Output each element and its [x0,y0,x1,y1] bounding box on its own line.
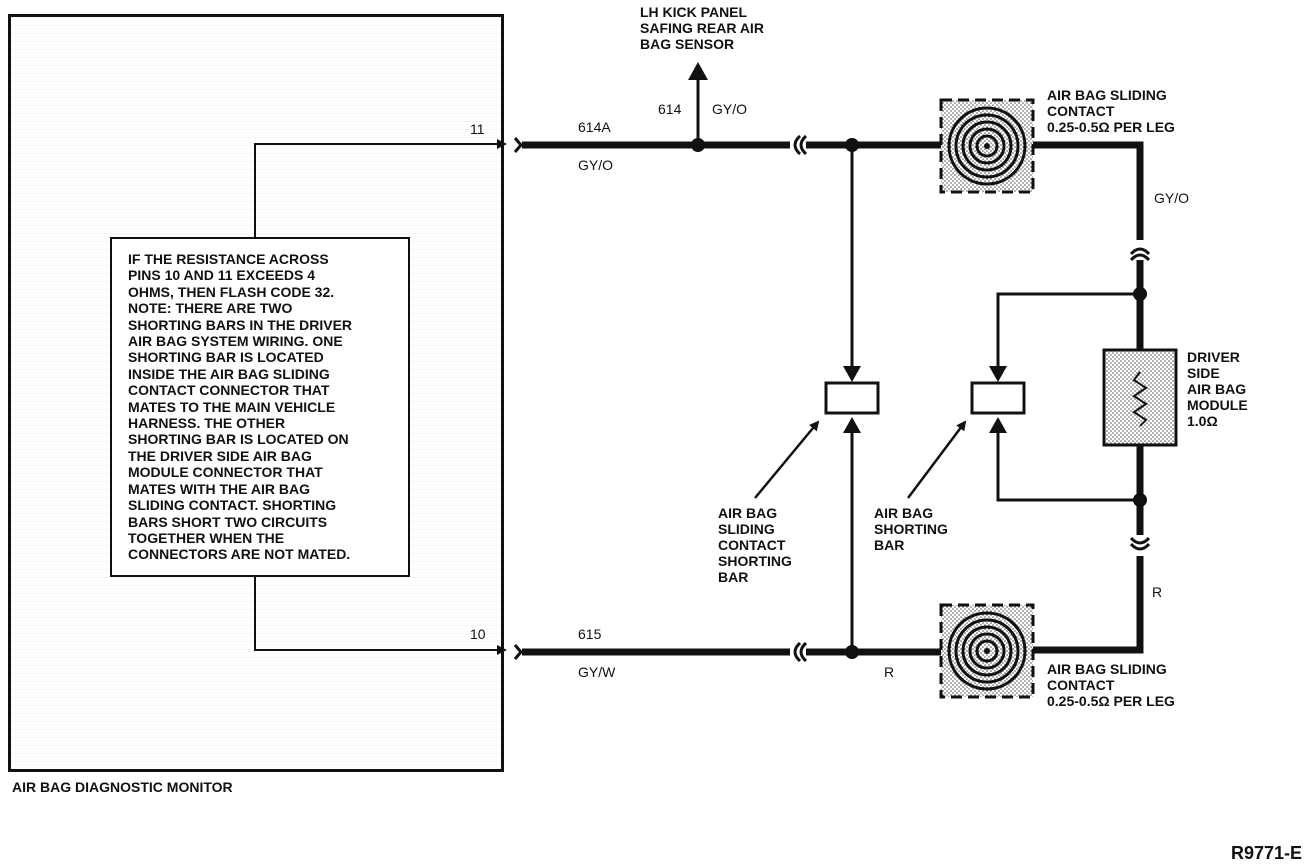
sensor-label: LH KICK PANEL SAFING REAR AIR BAG SENSOR [640,4,764,52]
pin-10-label: 10 [470,626,486,642]
sliding-contact-bottom-label: AIR BAG SLIDING CONTACT 0.25-0.5Ω PER LE… [1047,661,1175,709]
monitor-title: AIR BAG DIAGNOSTIC MONITOR [12,779,233,795]
figure-id: R9771-E [1230,843,1302,863]
bottom-right-color-label: R [884,664,895,680]
sliding-contact-shorting-bar [824,381,880,415]
shorting-bar-label: AIR BAG SHORTING BAR [874,505,948,553]
top-circuit-label: 614A [578,119,611,135]
air-bag-module [1102,348,1178,447]
module-shorting-circuit [996,292,1140,502]
pin-11-label: 11 [470,121,485,137]
right-upper-color-label: GY/O [1154,190,1190,206]
top-wire [513,134,942,156]
bottom-circuit-label: 615 [578,626,602,642]
sliding-contact-shorting-bar-label: AIR BAG SLIDING CONTACT SHORTING BAR [718,505,792,585]
sensor-branch [688,62,708,152]
module-shorting-bar [970,381,1026,415]
label-leaders [754,420,967,499]
right-lower-color-label: R [1152,584,1163,600]
sliding-contact-bottom [939,603,1035,699]
sliding-contact-top-label: AIR BAG SLIDING CONTACT 0.25-0.5Ω PER LE… [1047,87,1175,135]
top-color-label: GY/O [578,157,614,173]
bottom-color-label: GY/W [578,664,616,680]
right-wire [1030,141,1151,654]
monitor-internal-lines [254,139,507,655]
branch-circuit-label: 614 [658,101,682,117]
note-box: IF THE RESISTANCE ACROSS PINS 10 AND 11 … [110,237,410,577]
sliding-contact-top [939,98,1035,194]
branch-color-label: GY/O [712,101,748,117]
bottom-wire [513,641,942,663]
module-label: DRIVER SIDE AIR BAG MODULE 1.0Ω [1187,349,1248,429]
